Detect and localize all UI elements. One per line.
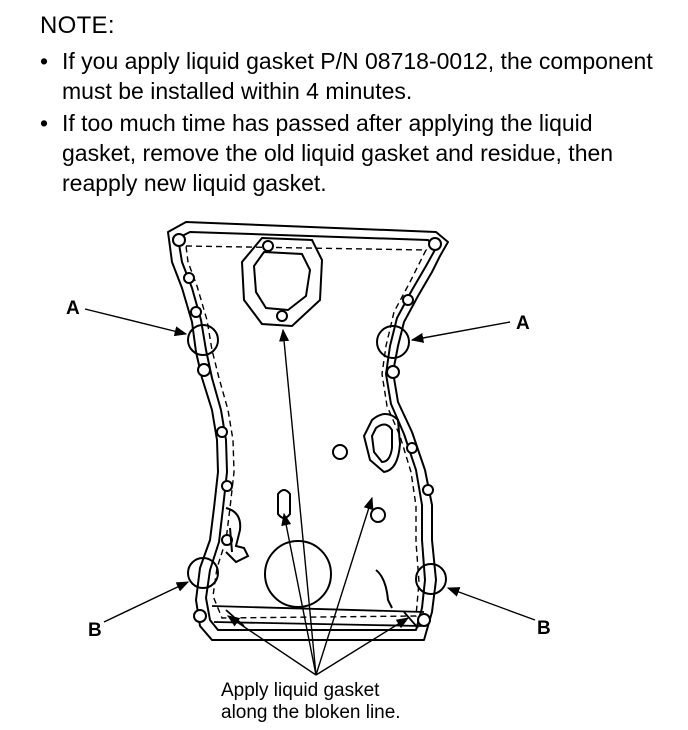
note-heading: NOTE:: [40, 12, 115, 39]
upper-port: [240, 236, 324, 328]
arrow-b-right: [446, 587, 536, 621]
figure-caption: Apply liquid gasket along the bloken lin…: [221, 680, 401, 724]
arrow-a-left: [84, 308, 188, 337]
side-port: [362, 413, 402, 474]
callout-circles: [187, 324, 447, 595]
arrow-gasket-3: [315, 496, 374, 676]
crank-seal-opening: [264, 540, 332, 608]
leader-arrows: [84, 308, 536, 676]
arrow-gasket-1: [279, 328, 317, 676]
callout-b-left: B: [88, 620, 102, 641]
bottom-rail: [211, 605, 425, 629]
arrow-a-right: [410, 321, 511, 343]
callout-a-left: A: [66, 298, 80, 319]
arrow-gasket-5: [315, 617, 410, 676]
bullet-marker: •: [40, 48, 49, 74]
arrow-gasket-2: [281, 512, 317, 676]
arrow-b-left: [103, 581, 190, 623]
bolt-holes: [172, 233, 442, 627]
callout-b-right: B: [537, 618, 551, 639]
note-bullet-2: • If too much time has passed after appl…: [40, 108, 660, 198]
note-bullet-1: • If you apply liquid gasket P/N 08718-0…: [40, 46, 660, 106]
callout-a-right: A: [516, 313, 530, 334]
bullet-marker: •: [40, 110, 49, 136]
note-bullet-text: If you apply liquid gasket P/N 08718-001…: [62, 48, 653, 104]
arrow-gasket-4: [226, 615, 317, 676]
slot-details: [225, 489, 393, 609]
caption-line-1: Apply liquid gasket: [221, 680, 380, 701]
caption-line-2: along the bloken line.: [221, 702, 401, 723]
note-bullet-text: If too much time has passed after applyi…: [62, 110, 614, 196]
